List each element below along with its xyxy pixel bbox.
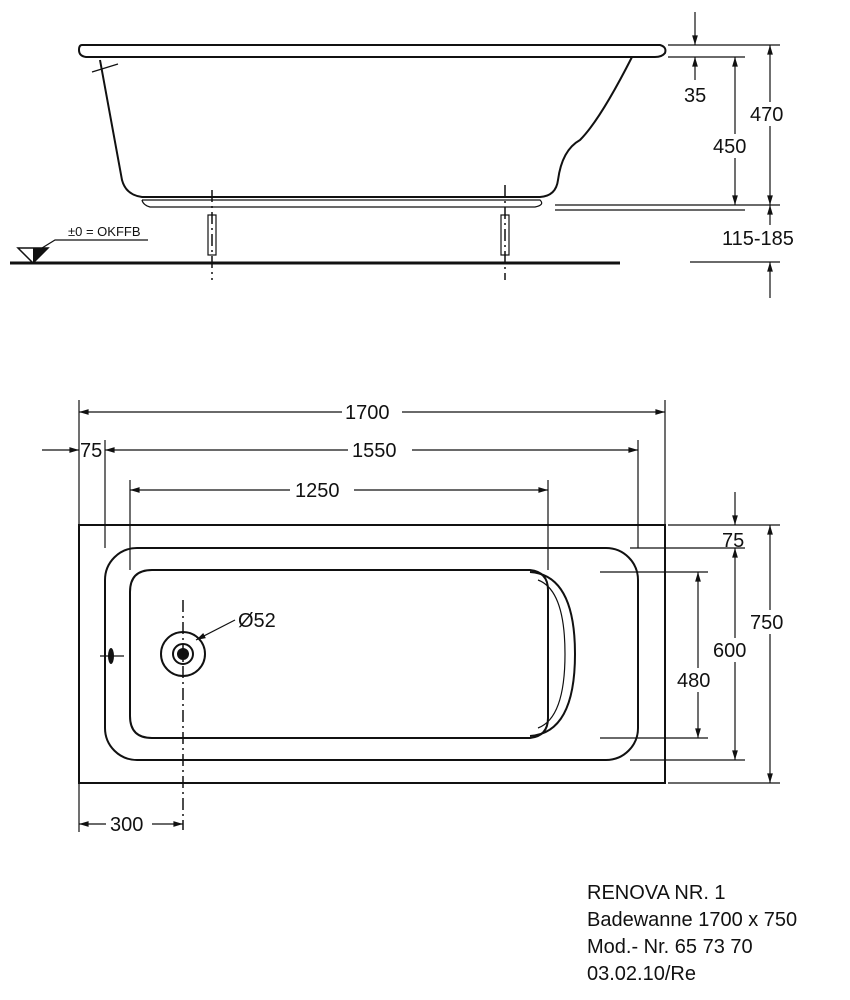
dim-rim-right-75: 75 <box>722 530 744 552</box>
side-view: ±0 = OKFFB 35 450 470 115-185 <box>10 12 794 298</box>
dim-height-470: 470 <box>750 104 783 126</box>
dim-basin-length-1250: 1250 <box>295 480 340 502</box>
tub-outline <box>78 524 666 784</box>
foot-right <box>500 214 510 256</box>
level-label: ±0 = OKFFB <box>68 224 141 239</box>
model-number: Mod.- Nr. 65 73 70 <box>587 936 753 958</box>
title-block: RENOVA NR. 1 Badewanne 1700 x 750 Mod.- … <box>587 880 797 988</box>
foot-left <box>207 214 217 256</box>
tub-rim-inner <box>104 547 639 761</box>
dim-depth-450: 450 <box>713 136 746 158</box>
headrest <box>529 571 577 737</box>
product-description: Badewanne 1700 x 750 <box>587 909 798 931</box>
dim-length-1700: 1700 <box>345 402 390 424</box>
dim-drain-diameter: Ø52 <box>238 610 276 632</box>
dim-inner-length-1550: 1550 <box>352 440 397 462</box>
dim-rim-35: 35 <box>684 85 706 107</box>
tub-basin <box>129 569 549 739</box>
dim-width-750: 750 <box>750 612 783 634</box>
tub-body <box>99 56 633 198</box>
revision-date: 03.02.10/Re <box>587 963 696 985</box>
top-view: 1700 1550 75 1250 75 750 600 480 <box>42 400 794 836</box>
dim-inner-width-600: 600 <box>713 640 746 662</box>
dim-basin-width-480: 480 <box>677 670 710 692</box>
dim-rim-left-75: 75 <box>80 440 102 462</box>
dim-drain-offset-300: 300 <box>110 814 143 836</box>
product-name: RENOVA NR. 1 <box>587 882 726 904</box>
tub-rim <box>77 44 667 58</box>
dim-feet-115-185: 115-185 <box>722 228 794 250</box>
